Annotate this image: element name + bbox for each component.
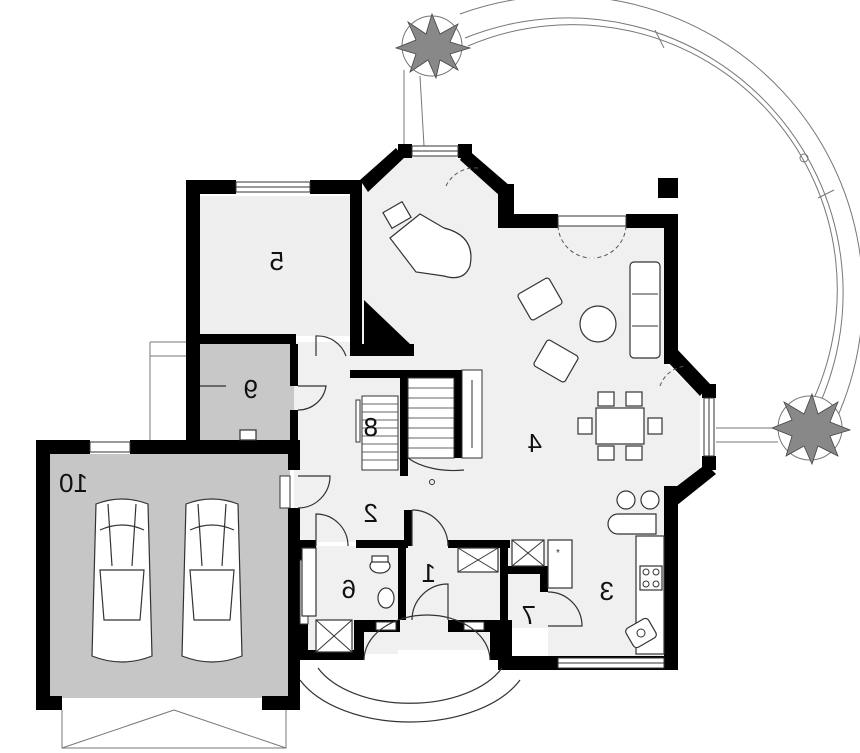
sink-icon: [625, 617, 657, 649]
room-label-6: 6: [342, 574, 356, 604]
room-labels: 1 2 3 4 5 6 7 8 9 10: [59, 246, 614, 630]
car-icon: [181, 498, 243, 663]
room-label-7: 7: [522, 600, 536, 630]
sofa-icon: [629, 261, 661, 359]
tree-icon: [394, 12, 472, 80]
shower: [301, 547, 353, 653]
closet: [457, 547, 499, 573]
sink-icon: [377, 587, 395, 609]
armchair-icon: [517, 277, 617, 383]
svg-text:*: *: [556, 548, 560, 559]
tree-icon: [770, 392, 852, 466]
terrace-arc: [459, 0, 860, 421]
stove-icon: [639, 565, 663, 591]
path-to-tree: [403, 70, 778, 443]
room-label-2: 2: [364, 498, 378, 528]
toilet-icon: [369, 555, 391, 574]
entry-porch: [299, 614, 521, 723]
room-label-10: 10: [59, 468, 88, 498]
room-label-4: 4: [528, 428, 542, 458]
car-icon: [91, 498, 153, 663]
doors: [200, 167, 687, 627]
room-label-1: 1: [422, 558, 436, 588]
room-label-8: 8: [364, 412, 378, 442]
room-label-5: 5: [270, 246, 284, 276]
utility-box: [239, 429, 257, 441]
room-label-9: 9: [244, 374, 258, 404]
staircase-icon: [355, 369, 483, 485]
garage-driveway: [61, 341, 287, 749]
room-label-3: 3: [600, 576, 614, 606]
dining-table-icon: [577, 391, 663, 461]
piano-icon: [382, 200, 472, 279]
